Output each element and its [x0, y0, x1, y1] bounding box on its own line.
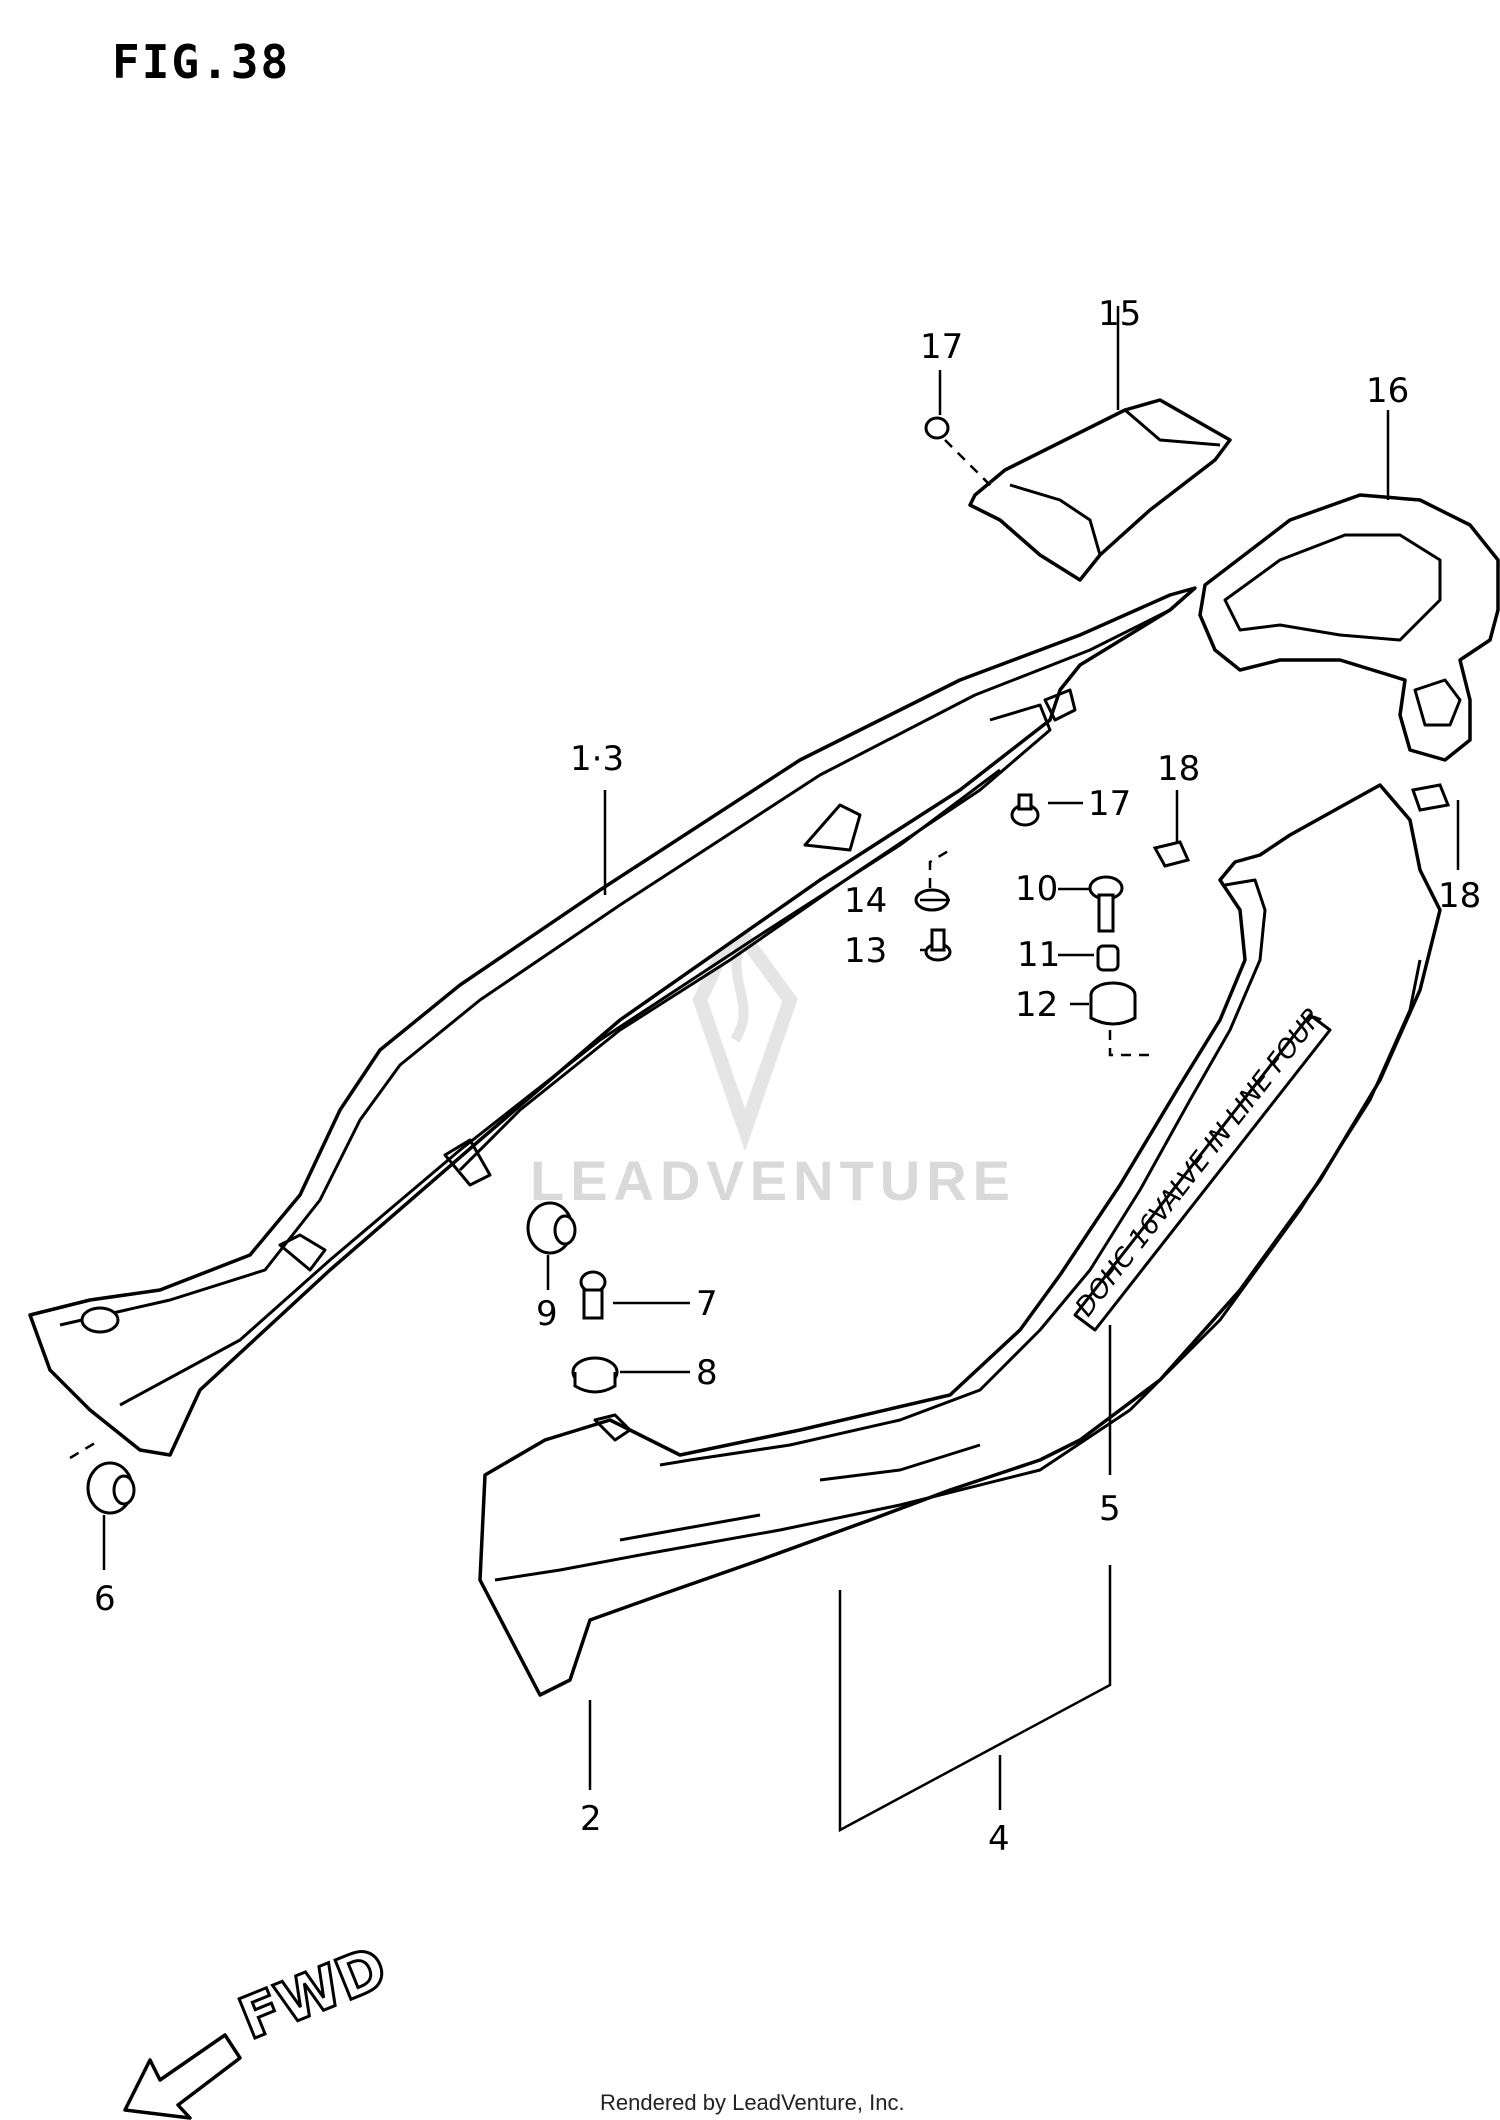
callout-10: 10 [1015, 869, 1058, 909]
callout-18-right: 18 [1438, 876, 1481, 916]
callout-12: 12 [1015, 985, 1058, 1025]
callout-17-top: 17 [920, 327, 963, 367]
callout-4: 4 [988, 1819, 1010, 1859]
part-7-clip [579, 1270, 607, 1320]
part-18-nut-right [1411, 783, 1451, 812]
direction-label: FWD [230, 1933, 396, 2053]
tail-piece [1198, 493, 1500, 762]
seat-rail-frame [28, 586, 1197, 1457]
seat-cowl-cover [968, 398, 1232, 582]
part-17-screw-center [1010, 793, 1040, 827]
watermark-text: LEADVENTURE [530, 1149, 1016, 1212]
callout-15: 15 [1098, 294, 1141, 334]
callout-1-3: 1·3 [570, 739, 624, 779]
callout-5: 5 [1099, 1489, 1121, 1529]
callout-7: 7 [696, 1284, 718, 1324]
part-18-nut-center [1152, 840, 1191, 868]
watermark-logo [692, 911, 798, 1152]
callout-13: 13 [844, 931, 887, 971]
callout-6: 6 [94, 1579, 116, 1619]
callout-11: 11 [1017, 935, 1060, 975]
callout-8: 8 [696, 1353, 718, 1393]
part-10-bolt [1088, 875, 1124, 933]
callout-16: 16 [1366, 371, 1409, 411]
callout-2: 2 [580, 1799, 602, 1839]
part-9-grommet [526, 1201, 577, 1255]
part-12-cushion [1089, 981, 1150, 1057]
callout-18-center: 18 [1157, 749, 1200, 789]
part-17-screw-left [924, 416, 996, 491]
forward-arrow-icon [123, 2033, 242, 2120]
callout-9: 9 [536, 1294, 558, 1334]
callout-17-center: 17 [1088, 784, 1131, 824]
part-13-screw [924, 928, 952, 962]
part-8-collar [571, 1356, 619, 1394]
footer-credit: Rendered by LeadVenture, Inc. [600, 2090, 905, 2115]
part-11-nut [1096, 944, 1120, 972]
callout-14: 14 [844, 881, 887, 921]
figure-title: FIG.38 [112, 35, 290, 89]
part-6-grommet [69, 1438, 136, 1515]
leader-lines [102, 306, 1460, 1833]
